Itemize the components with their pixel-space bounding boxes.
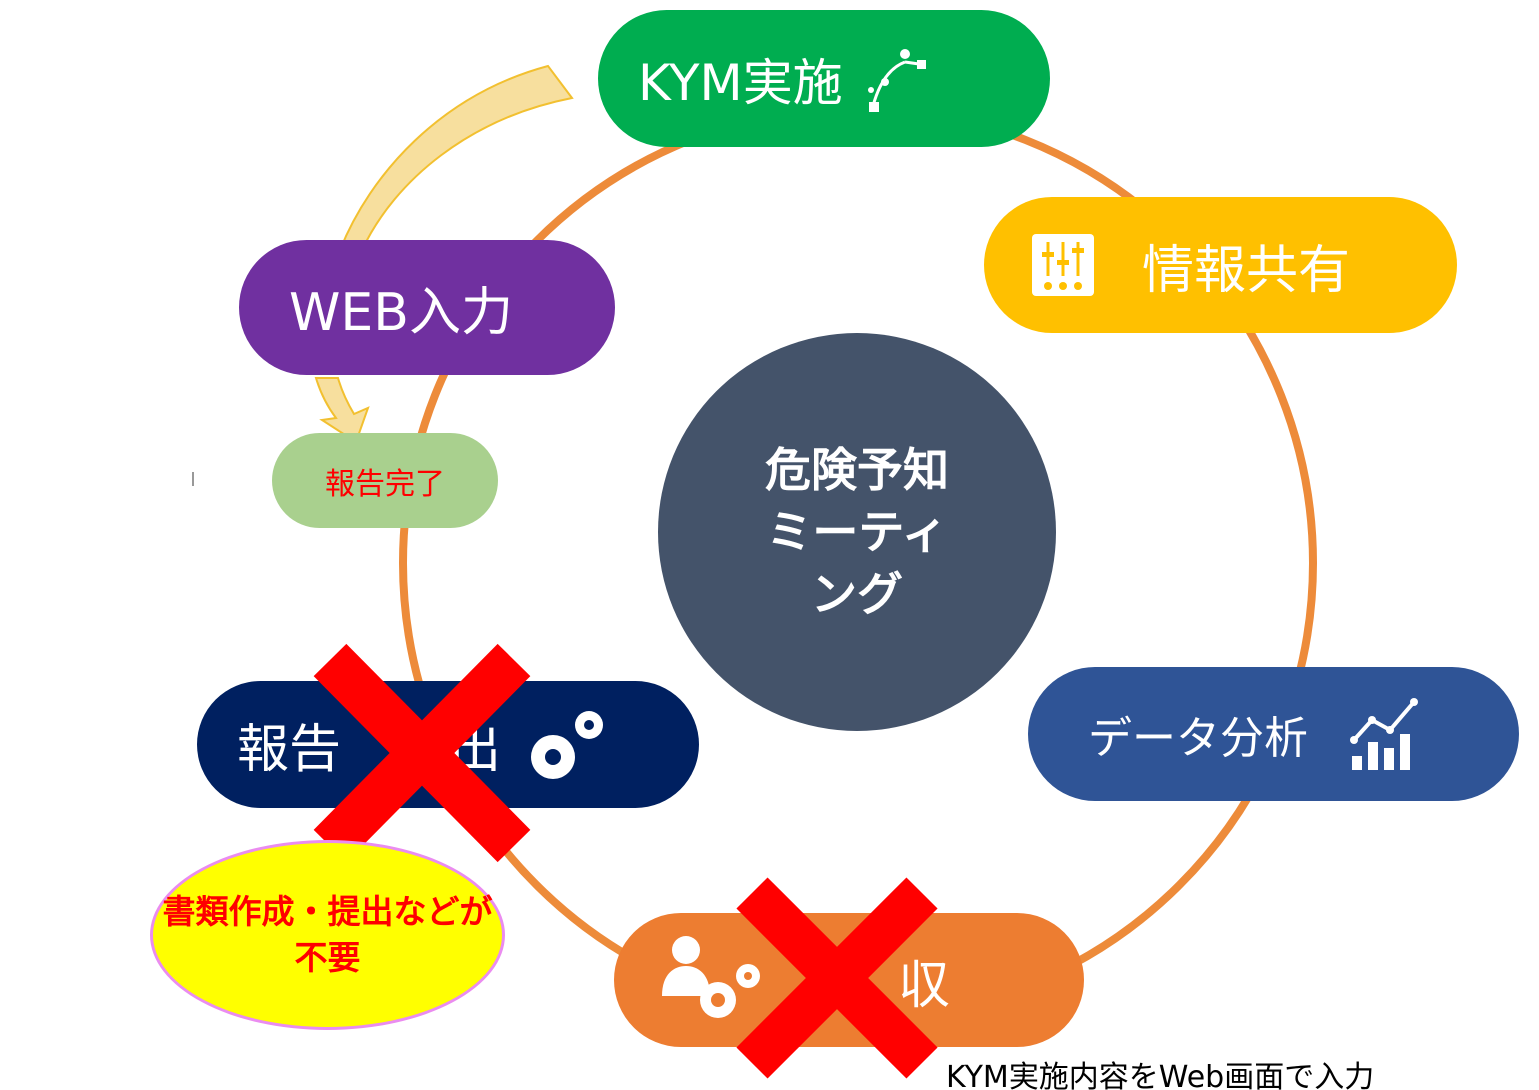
curved-arrow-top xyxy=(338,64,574,251)
gears-icon xyxy=(527,705,611,785)
stray-mark xyxy=(192,472,194,486)
center-title-line1: 危険予知 xyxy=(765,443,949,497)
center-title-line2: ミーティ xyxy=(766,505,948,559)
node-collect-label: 収 xyxy=(898,955,951,1016)
cross-mark-collect xyxy=(736,877,938,1079)
sliders-icon xyxy=(1032,234,1094,296)
note-callout: 書類作成・提出などが 不要 xyxy=(150,840,505,1030)
node-report-submit-label-left: 報告 xyxy=(237,720,342,780)
cross-mark-report-submit xyxy=(313,643,531,863)
node-kym: KYM実施 xyxy=(598,10,1050,147)
bar-chart-trend-icon xyxy=(1348,694,1424,774)
user-gears-icon xyxy=(658,930,768,1030)
center-topic-circle: 危険予知 ミーティ ング xyxy=(658,333,1056,731)
caption-text: KYM実施内容をWeb画面で入力 xyxy=(946,1060,1375,1090)
node-web-input-label: WEB入力 xyxy=(289,283,513,343)
node-web-input: WEB入力 xyxy=(239,240,615,375)
bezier-curve-icon xyxy=(865,44,927,114)
node-info-share: 情報共有 xyxy=(984,197,1457,333)
node-data-analysis-label: データ分析 xyxy=(1088,713,1308,764)
note-line2: 不要 xyxy=(294,938,361,977)
node-kym-label: KYM実施 xyxy=(638,53,843,112)
center-title-line3: ング xyxy=(811,567,903,621)
node-report-done: 報告完了 xyxy=(272,433,498,528)
note-line1: 書類作成・提出などが xyxy=(162,892,493,931)
node-data-analysis: データ分析 xyxy=(1028,667,1519,801)
node-info-share-label: 情報共有 xyxy=(1142,240,1351,301)
node-report-done-label: 報告完了 xyxy=(325,466,445,502)
curved-arrow-bottom xyxy=(314,377,370,444)
